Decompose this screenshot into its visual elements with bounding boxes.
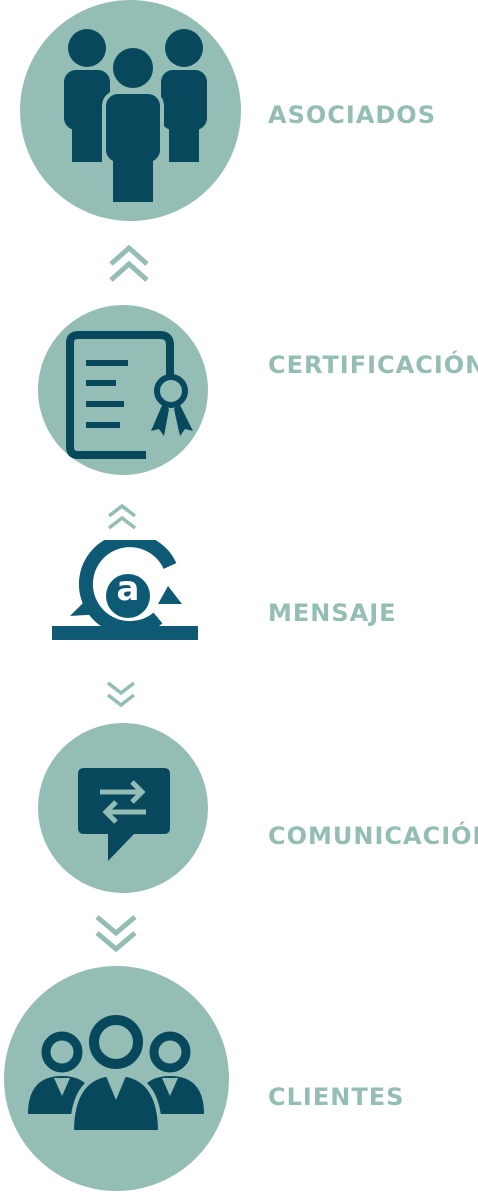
chevron-up-icon: [107, 503, 137, 530]
chevron-down-icon: [95, 915, 137, 953]
logo-letter: a: [116, 569, 140, 609]
clients-icon: [28, 1015, 204, 1134]
step-label-comunicacion: COMUNICACIÓN: [268, 822, 478, 850]
people-group-icon: [64, 29, 207, 202]
certificate-icon: [66, 331, 193, 459]
chevron-up-icon: [109, 244, 149, 282]
message-logo-icon: [52, 540, 198, 640]
chat-exchange-icon: [78, 768, 170, 861]
step-label-mensaje: MENSAJE: [268, 599, 397, 627]
chevron-down-icon: [106, 681, 136, 708]
step-label-clientes: CLIENTES: [268, 1083, 405, 1111]
step-label-certificacion: CERTIFICACIÓN: [268, 351, 478, 379]
step-label-asociados: ASOCIADOS: [268, 101, 436, 129]
